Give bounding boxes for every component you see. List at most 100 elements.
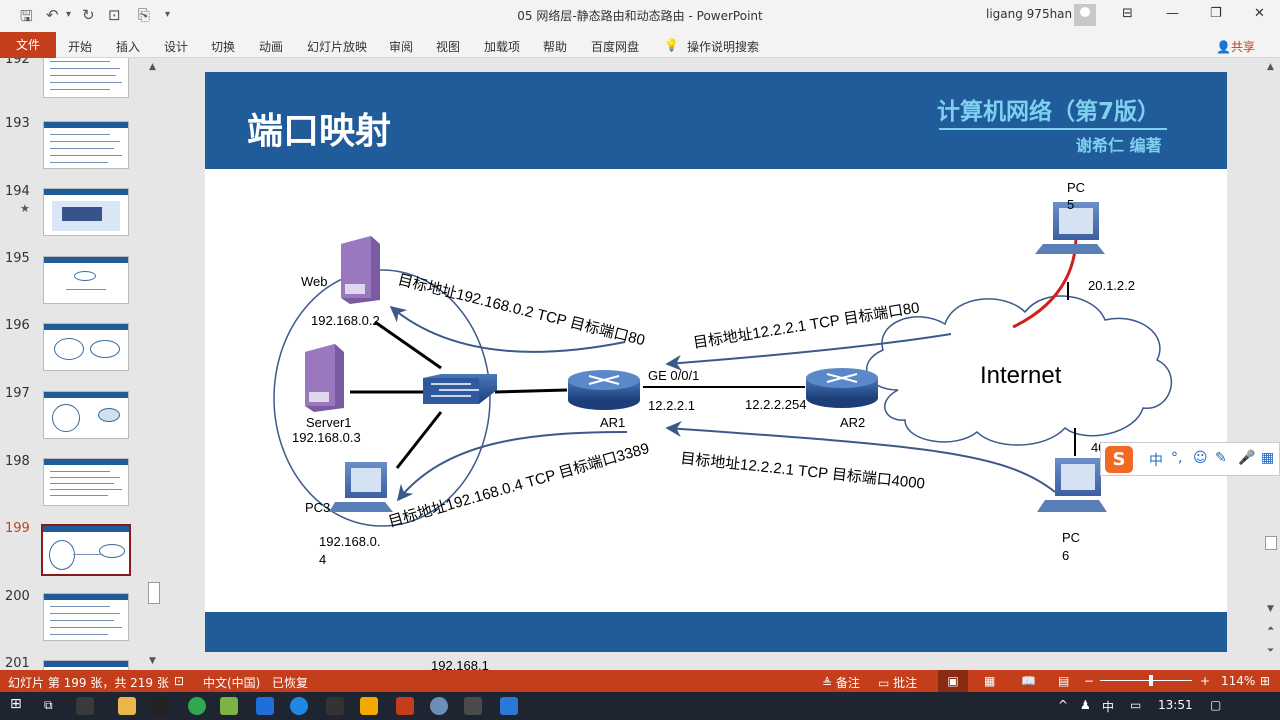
router-ar2-icon bbox=[806, 368, 878, 408]
toolbox-icon[interactable]: ▦ bbox=[1261, 450, 1275, 466]
comments-button[interactable]: ▭ 批注 bbox=[878, 676, 918, 690]
normal-view-icon[interactable]: ▣ bbox=[938, 670, 968, 692]
tab-transitions[interactable]: 切换 bbox=[211, 40, 236, 54]
zoom-slider-knob[interactable] bbox=[1149, 675, 1153, 686]
app-icon[interactable] bbox=[326, 697, 344, 715]
app-icon[interactable] bbox=[360, 697, 378, 715]
app-icon[interactable] bbox=[464, 697, 482, 715]
spellcheck-icon[interactable]: ⊡ bbox=[174, 674, 185, 688]
ime-mode-chinese[interactable]: 中 bbox=[1149, 453, 1163, 469]
tab-review[interactable]: 审阅 bbox=[389, 40, 414, 54]
notification-icon[interactable]: ▢ bbox=[1210, 698, 1222, 712]
save-icon[interactable]: 🖫 bbox=[20, 7, 33, 25]
app-icon[interactable] bbox=[220, 697, 238, 715]
slide-thumbnail[interactable] bbox=[43, 58, 129, 98]
edge-icon[interactable] bbox=[290, 697, 308, 715]
file-explorer-icon[interactable] bbox=[118, 697, 136, 715]
slide-thumbnail[interactable] bbox=[43, 391, 129, 439]
slide-thumbnail[interactable] bbox=[43, 121, 129, 169]
undo-icon[interactable]: ↶ bbox=[46, 6, 59, 24]
slide-title[interactable]: 端口映射 bbox=[247, 111, 392, 152]
app-icon[interactable] bbox=[256, 697, 274, 715]
zoom-slider-track[interactable] bbox=[1100, 680, 1192, 681]
zoom-out-icon[interactable]: − bbox=[1084, 674, 1095, 688]
tab-file[interactable]: 文件 bbox=[0, 32, 56, 58]
zoom-in-icon[interactable]: + bbox=[1200, 674, 1211, 688]
present-icon[interactable]: ⊡ bbox=[108, 6, 121, 24]
battery-icon[interactable]: ▭ bbox=[1130, 698, 1142, 712]
punctuation-icon[interactable]: °, bbox=[1171, 450, 1183, 466]
notes-button[interactable]: ≜ 备注 bbox=[822, 676, 860, 690]
powerpoint-icon[interactable] bbox=[396, 697, 414, 715]
slide-thumbnail[interactable] bbox=[43, 593, 129, 641]
slideshow-icon[interactable]: ▤ bbox=[1058, 674, 1070, 688]
slide-thumbnail-pane[interactable]: 192 193 194 ★ 195 196 197 198 199 200 20… bbox=[0, 58, 165, 670]
internet-label: Internet bbox=[980, 362, 1062, 389]
minimize-icon[interactable]: — bbox=[1166, 6, 1179, 21]
tab-slideshow[interactable]: 幻灯片放映 bbox=[307, 40, 368, 54]
undo-dropdown-icon[interactable]: ▾ bbox=[66, 9, 72, 20]
windows-start-icon[interactable]: ⊞ bbox=[10, 696, 22, 712]
tab-insert[interactable]: 插入 bbox=[116, 40, 141, 54]
ime-toolbar[interactable]: S 中 °, ☺ ✎ 🎤 ▦ bbox=[1100, 442, 1280, 476]
router-ar1-icon bbox=[568, 370, 640, 410]
app-icon[interactable] bbox=[500, 697, 518, 715]
microphone-icon[interactable]: 🎤 bbox=[1238, 450, 1256, 466]
fit-to-window-icon[interactable]: ⊞ bbox=[1260, 674, 1271, 688]
slide-thumbnail[interactable] bbox=[43, 188, 129, 236]
scroll-up-icon[interactable]: ▲ bbox=[1267, 62, 1274, 72]
language-indicator[interactable]: 中文(中国) bbox=[203, 676, 261, 690]
share-button[interactable]: 👤共享 bbox=[1216, 40, 1255, 54]
restore-icon[interactable]: ❐ bbox=[1210, 6, 1222, 21]
tab-help[interactable]: 帮助 bbox=[543, 40, 568, 54]
qq-icon[interactable] bbox=[150, 697, 168, 715]
slide-thumbnail[interactable] bbox=[43, 660, 129, 670]
format-painter-icon[interactable]: ⎘ bbox=[138, 6, 151, 24]
pc5-icon bbox=[1035, 202, 1105, 254]
tab-home[interactable]: 开始 bbox=[68, 40, 93, 54]
user-name[interactable]: ligang 975han bbox=[986, 7, 1073, 21]
slide-thumbnail-selected[interactable] bbox=[41, 524, 131, 576]
ribbon-display-icon[interactable]: ⊟ bbox=[1122, 6, 1133, 21]
ime-taskbar-indicator[interactable]: 中 bbox=[1102, 700, 1115, 714]
slide-thumbnail[interactable] bbox=[43, 458, 129, 506]
next-slide-icon[interactable]: ⏷ bbox=[1267, 646, 1275, 656]
scroll-thumb[interactable] bbox=[1265, 536, 1277, 550]
slide-thumbnail[interactable] bbox=[43, 323, 129, 371]
browser-icon[interactable] bbox=[188, 697, 206, 715]
slide-number: 198 bbox=[5, 454, 30, 469]
tab-baidu-netdisk[interactable]: 百度网盘 bbox=[591, 40, 640, 54]
ar1-interface: GE 0/0/1 bbox=[648, 368, 699, 383]
zoom-level[interactable]: 114% bbox=[1221, 674, 1256, 688]
recovery-status: 已恢复 bbox=[272, 676, 309, 690]
previous-slide-icon[interactable]: ⏶ bbox=[1267, 624, 1275, 634]
customize-toolbar-icon[interactable]: ▾ bbox=[165, 9, 171, 20]
tray-qq-icon[interactable]: ♟ bbox=[1080, 698, 1091, 712]
slide-scrollbar[interactable]: ▲ ▼ ⏶ ⏷ bbox=[1263, 58, 1280, 670]
close-icon[interactable]: ✕ bbox=[1254, 6, 1265, 21]
scroll-thumb[interactable] bbox=[148, 582, 160, 604]
tab-design[interactable]: 设计 bbox=[164, 40, 189, 54]
redo-icon[interactable]: ↻ bbox=[82, 6, 95, 24]
scroll-up-icon[interactable]: ▲ bbox=[149, 62, 156, 72]
scroll-down-icon[interactable]: ▼ bbox=[1267, 604, 1274, 614]
tray-expand-icon[interactable]: ^ bbox=[1058, 698, 1069, 712]
app-icon[interactable] bbox=[76, 697, 94, 715]
slide-thumbnail[interactable] bbox=[43, 256, 129, 304]
pen-icon[interactable]: ✎ bbox=[1215, 450, 1227, 466]
reading-view-icon[interactable]: 📖 bbox=[1021, 674, 1036, 688]
scroll-down-icon[interactable]: ▼ bbox=[149, 656, 156, 666]
task-view-icon[interactable]: ⧉ bbox=[44, 698, 53, 712]
app-icon[interactable] bbox=[430, 697, 448, 715]
arrow-to-pc3 bbox=[396, 431, 628, 502]
thumbnail-scrollbar[interactable]: ▲ ▼ bbox=[146, 60, 162, 668]
emoji-icon[interactable]: ☺ bbox=[1193, 450, 1208, 466]
avatar[interactable] bbox=[1074, 4, 1096, 26]
tab-animations[interactable]: 动画 bbox=[259, 40, 284, 54]
clock[interactable]: 13:51 bbox=[1158, 698, 1193, 712]
slide-sorter-icon[interactable]: ▦ bbox=[984, 674, 996, 688]
tab-view[interactable]: 视图 bbox=[436, 40, 461, 54]
tab-addins[interactable]: 加载项 bbox=[484, 40, 521, 54]
sogou-logo-icon[interactable]: S bbox=[1105, 446, 1133, 473]
tell-me-search[interactable]: 操作说明搜索 bbox=[687, 40, 760, 54]
